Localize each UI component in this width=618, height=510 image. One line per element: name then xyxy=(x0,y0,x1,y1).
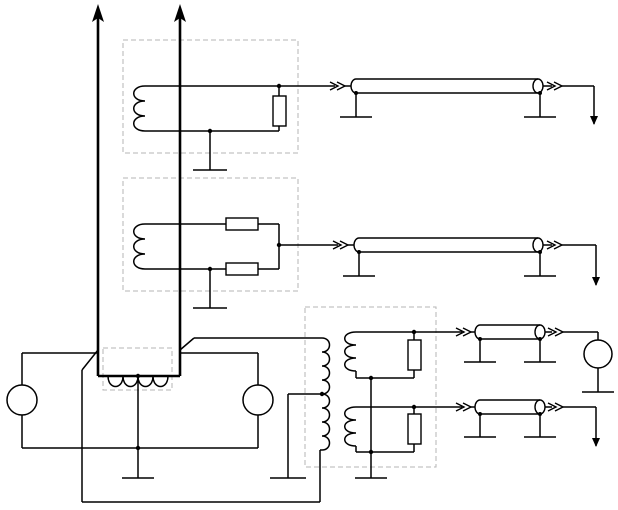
vertical-lead-left xyxy=(92,4,104,376)
middle-block xyxy=(133,217,600,309)
coil-icon xyxy=(133,223,146,270)
coil-icon xyxy=(133,85,146,132)
coaxial-line-lower-lower xyxy=(464,399,556,438)
up-arrow-icon xyxy=(174,4,186,22)
signal-source-icon xyxy=(6,384,38,416)
vertical-lead-right xyxy=(174,4,186,376)
base-section xyxy=(6,337,322,503)
ground-icon xyxy=(193,269,227,309)
coil-icon xyxy=(344,406,357,447)
coaxial-line-middle xyxy=(343,237,556,277)
up-arrow-icon xyxy=(92,4,104,22)
coaxial-line-upper xyxy=(340,78,556,118)
signal-source-icon xyxy=(583,339,613,369)
resistor-icon xyxy=(225,217,259,231)
lower-block xyxy=(270,324,614,502)
resistor-icon xyxy=(225,262,259,276)
coaxial-line-lower-upper xyxy=(464,324,556,363)
signal-source-icon xyxy=(242,384,274,416)
resistor-icon xyxy=(272,95,287,127)
resistor-icon xyxy=(407,339,422,371)
coil-icon xyxy=(344,331,357,372)
upper-block xyxy=(133,78,598,171)
resistor-icon xyxy=(407,413,422,445)
ground-icon xyxy=(193,131,227,171)
